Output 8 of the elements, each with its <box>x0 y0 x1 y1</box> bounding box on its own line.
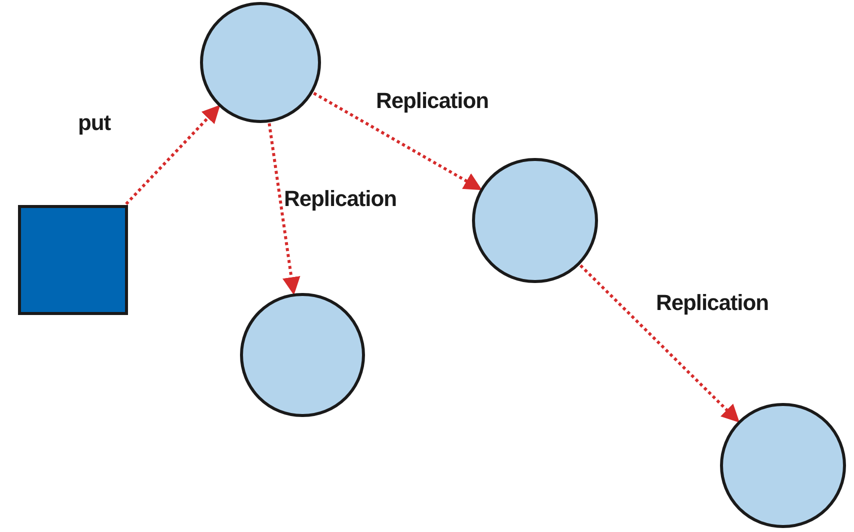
square-node <box>18 205 128 315</box>
dotted-arrow <box>125 104 220 206</box>
edge-label: Replication <box>284 188 397 210</box>
dotted-arrow <box>579 264 740 423</box>
dotted-arrow <box>268 123 300 296</box>
edge-label: Replication <box>376 90 489 112</box>
edge-label: Replication <box>656 292 769 314</box>
dotted-arrow <box>313 92 482 190</box>
